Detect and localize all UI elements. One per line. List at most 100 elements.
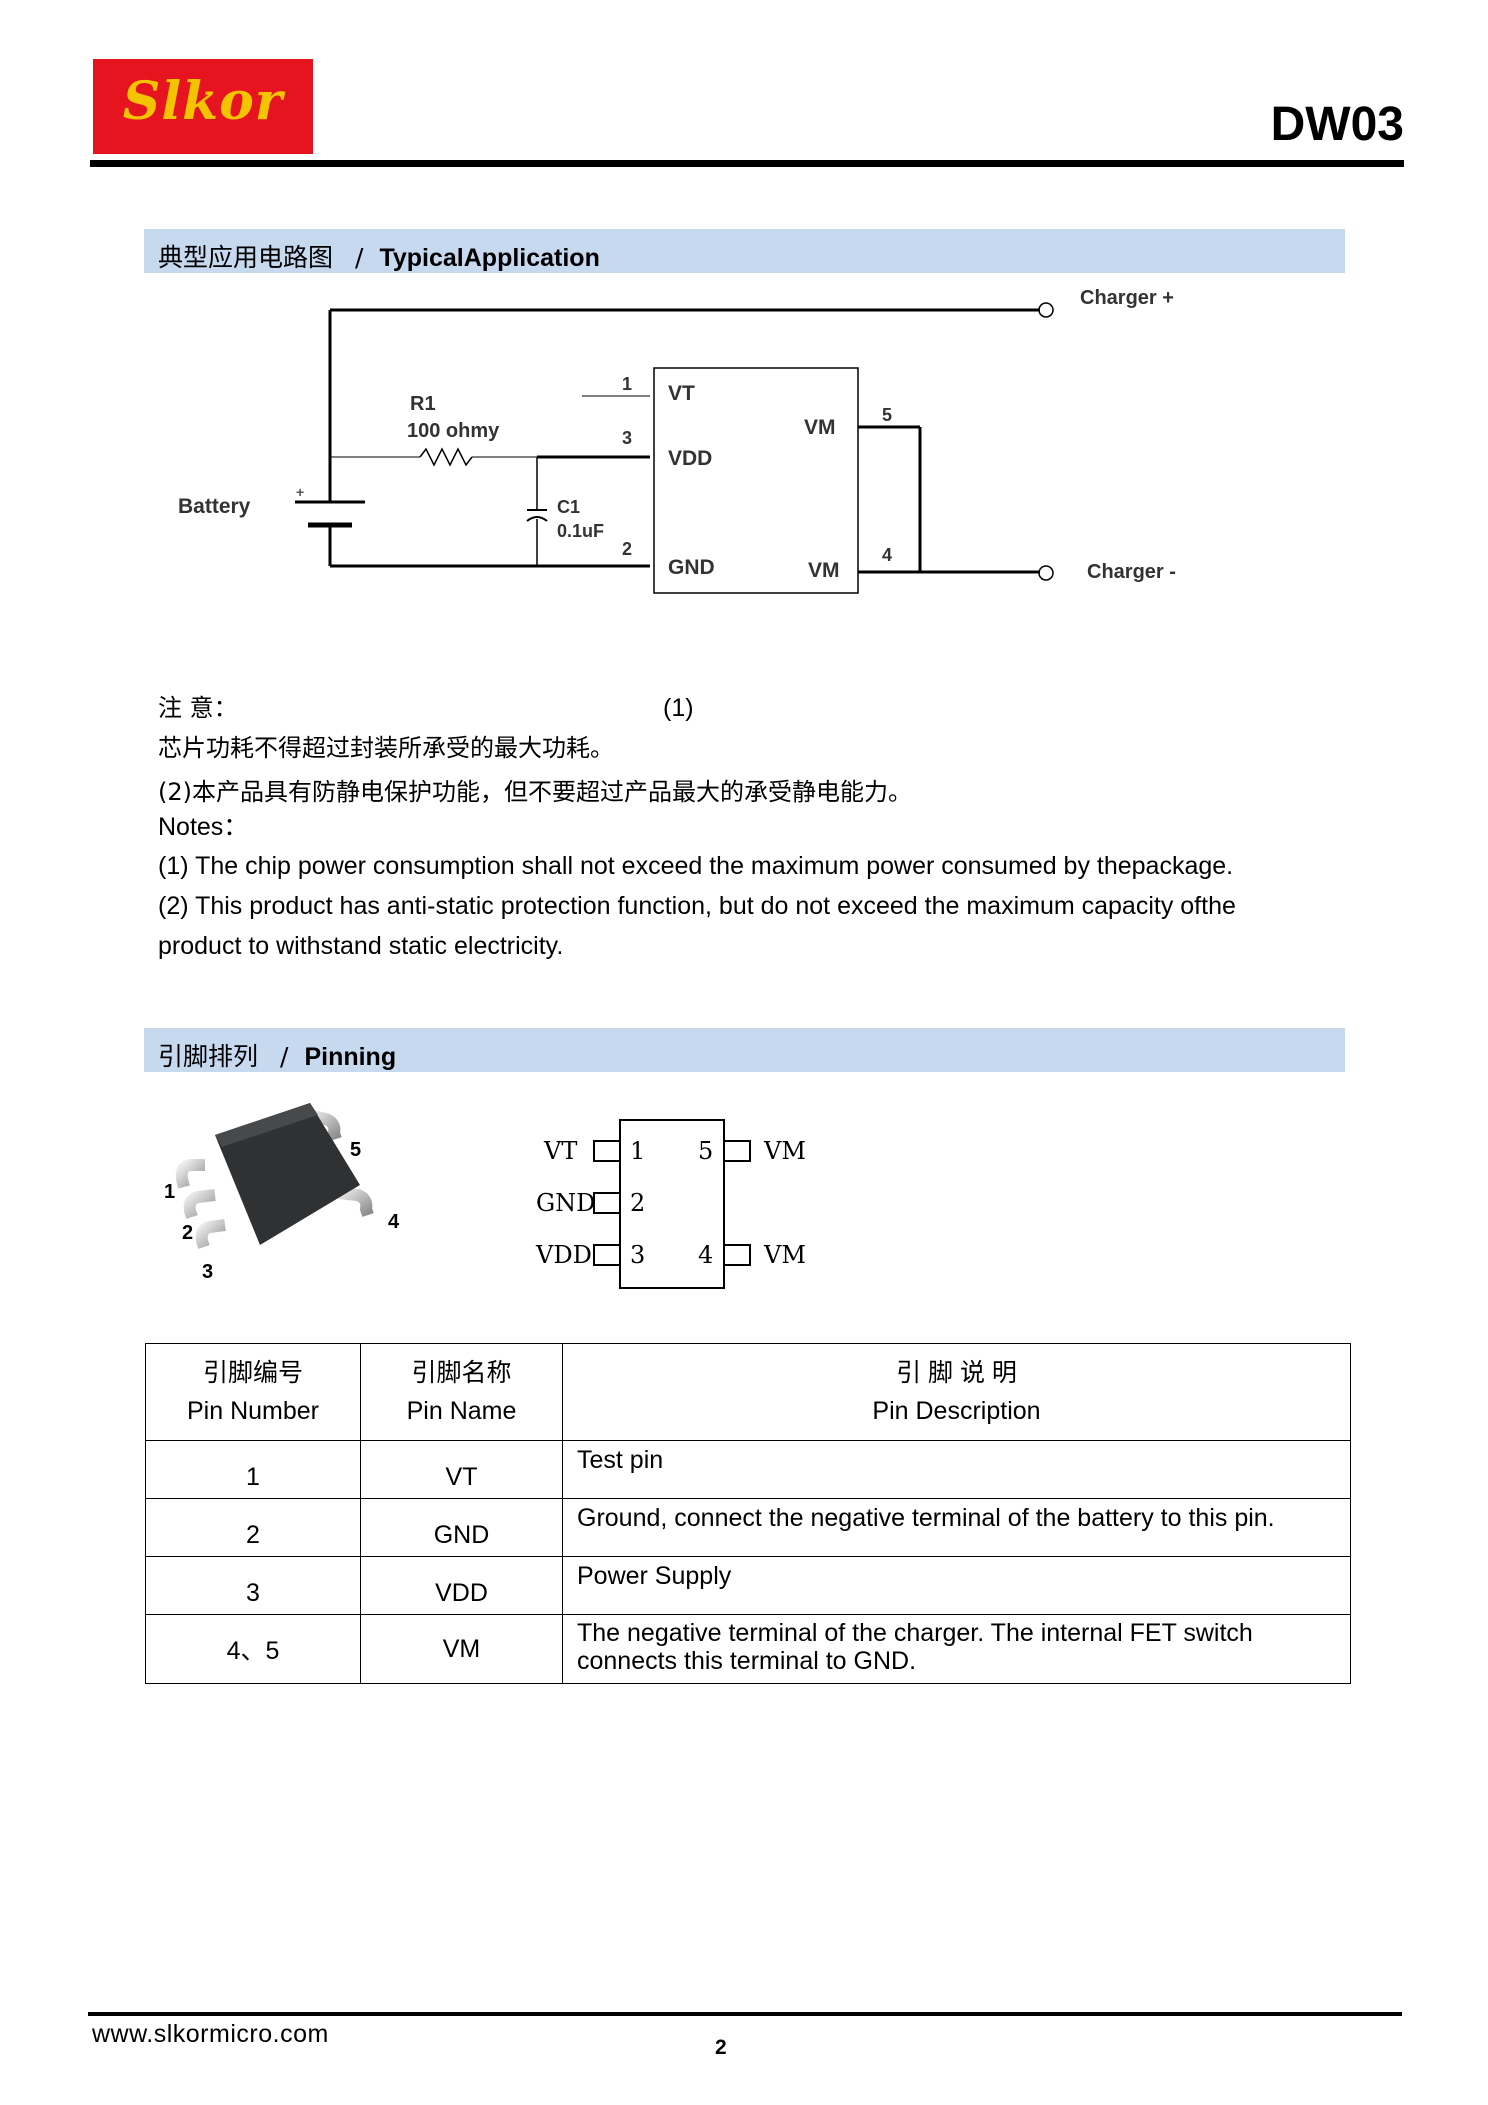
package-photo: 5 1 2 4 3	[164, 1103, 400, 1283]
lead-4	[337, 1187, 374, 1217]
part-number: DW03	[1270, 98, 1404, 151]
c1-label: C1	[557, 497, 580, 517]
pin-diagram-body	[619, 1119, 725, 1289]
photo-pin4: 4	[388, 1211, 400, 1233]
diagram-num-1: 1	[630, 1137, 645, 1165]
c1-value: 0.1uF	[557, 521, 604, 541]
brand-logo: Slkor	[93, 59, 313, 154]
ic-pin-vm-top: VM	[804, 416, 836, 439]
pin3-number: 3	[622, 428, 632, 448]
photo-pin1: 1	[164, 1181, 175, 1203]
notes-cn-heading: 注 意：	[158, 694, 238, 722]
ic-pin-gnd: GND	[668, 556, 715, 579]
section-title-cn: 引脚排列	[158, 1042, 259, 1071]
ic-pin-vt: VT	[668, 382, 695, 405]
section-title-cn: 典型应用电路图	[158, 243, 334, 272]
note-en-2-cont: product to withstand static electricity.	[158, 932, 564, 960]
pin1-number: 1	[622, 374, 632, 394]
package-body	[215, 1103, 360, 1245]
ic-pin-vm-bottom: VM	[808, 559, 840, 582]
pin-name-cell: VM	[360, 1614, 563, 1684]
section-separator: /	[355, 243, 364, 272]
charger-plus-terminal	[1038, 302, 1054, 318]
footer-divider	[88, 2012, 1402, 2016]
pad-1	[593, 1140, 621, 1162]
header-en: Pin Name	[406, 1397, 517, 1425]
diagram-num-3: 3	[630, 1241, 645, 1269]
header-cn: 引脚名称	[411, 1359, 512, 1387]
pin-number-cell: 4、5	[145, 1614, 361, 1684]
note-en-2: (2) This product has anti-static protect…	[158, 892, 1236, 920]
section-title-en: TypicalApplication	[379, 244, 600, 272]
resistor-r1	[419, 447, 473, 467]
r1-value: 100 ohmy	[407, 420, 500, 442]
logo-text: Slkor	[122, 71, 284, 132]
header-divider	[90, 160, 1404, 167]
pin4-number: 4	[882, 545, 892, 565]
pin-description-table: 引脚编号 Pin Number 引脚名称 Pin Name 引 脚 说 明 Pin D…	[145, 1343, 1351, 1684]
header-cn: 引 脚 说 明	[896, 1359, 1017, 1387]
pin-number-cell: 3	[145, 1556, 361, 1615]
page-number: 2	[715, 2036, 727, 2059]
pin-name-cell: VDD	[360, 1556, 563, 1615]
header-en: Pin Description	[872, 1397, 1041, 1425]
charger-plus-label: Charger +	[1080, 287, 1174, 309]
ic-pin-vdd: VDD	[668, 447, 712, 470]
footer-url[interactable]: www.slkormicro.com	[92, 2020, 329, 2048]
photo-pin2: 2	[182, 1222, 193, 1244]
header-en: Pin Number	[187, 1397, 319, 1425]
lead-1	[175, 1159, 205, 1189]
pin5-number: 5	[882, 405, 892, 425]
pin-description-cell: Power Supply	[562, 1556, 1351, 1615]
battery-label: Battery	[178, 495, 251, 518]
typical-application-circuit: Charger + Charger - Battery + R1 100 ohm…	[178, 287, 1176, 594]
diagram-num-2: 2	[630, 1189, 645, 1217]
ic-body	[653, 367, 859, 594]
r1-label: R1	[410, 393, 436, 415]
diagram-num-5: 5	[698, 1137, 713, 1165]
battery-plus-label: +	[296, 484, 304, 500]
diagram-label-vt: VT	[543, 1137, 577, 1165]
table-row: 1 VT Test pin	[145, 1440, 1351, 1499]
pad-5	[723, 1140, 751, 1162]
notes-en-label: Notes：	[158, 813, 249, 841]
diagram-label-vm-bottom: VM	[763, 1241, 806, 1269]
diagram-label-vm-top: VM	[763, 1137, 806, 1165]
pin-description-cell: The negative terminal of the charger. Th…	[562, 1614, 1351, 1684]
diagram-label-gnd: GND	[536, 1189, 595, 1217]
lead-3	[195, 1219, 226, 1249]
lead-5	[306, 1109, 342, 1141]
pin-description-cell: Ground, connect the negative terminal of…	[562, 1498, 1351, 1557]
pin-description-cell: Test pin	[562, 1440, 1351, 1499]
section-separator: /	[280, 1042, 289, 1071]
pin-number-cell: 2	[145, 1498, 361, 1557]
pin-diagram: VT GND VDD 1 2 3 5 4 VM VM	[535, 1119, 806, 1289]
table-row: 4、5 VM The negative terminal of the char…	[145, 1614, 1351, 1684]
header-pin-description: 引 脚 说 明 Pin Description	[562, 1343, 1351, 1441]
header-pin-name: 引脚名称 Pin Name	[360, 1343, 563, 1441]
table-row: 2 GND Ground, connect the negative termi…	[145, 1498, 1351, 1557]
diagram-num-4: 4	[698, 1241, 713, 1269]
section-header-typical-application: 典型应用电路图 / TypicalApplication	[144, 229, 1345, 273]
pad-4	[723, 1244, 751, 1266]
lead-2	[183, 1189, 216, 1219]
charger-minus-terminal	[1038, 565, 1054, 581]
header-cn: 引脚编号	[202, 1359, 303, 1387]
note-en-1: (1) The chip power consumption shall not…	[158, 852, 1234, 880]
pin-number-cell: 1	[145, 1440, 361, 1499]
section-title-en: Pinning	[304, 1043, 397, 1071]
table-header-row: 引脚编号 Pin Number 引脚名称 Pin Name 引 脚 说 明 Pin D…	[145, 1343, 1351, 1441]
table-row: 3 VDD Power Supply	[145, 1556, 1351, 1615]
photo-pin3: 3	[202, 1261, 213, 1283]
diagram-label-vdd: VDD	[535, 1241, 592, 1269]
photo-pin5: 5	[350, 1139, 361, 1161]
section-header-pinning: 引脚排列 / Pinning	[144, 1028, 1345, 1072]
pin-name-cell: GND	[360, 1498, 563, 1557]
pad-2	[593, 1192, 621, 1214]
charger-minus-label: Charger -	[1087, 561, 1176, 583]
pin2-number: 2	[622, 539, 632, 559]
pad-3	[593, 1244, 621, 1266]
notes-cn-tag: (1)	[663, 694, 694, 722]
note-cn-2: (2)本产品具有防静电保护功能，但不要超过产品最大的承受静电能力。	[158, 778, 912, 806]
note-cn-1: 芯片功耗不得超过封装所承受的最大功耗。	[158, 734, 614, 762]
